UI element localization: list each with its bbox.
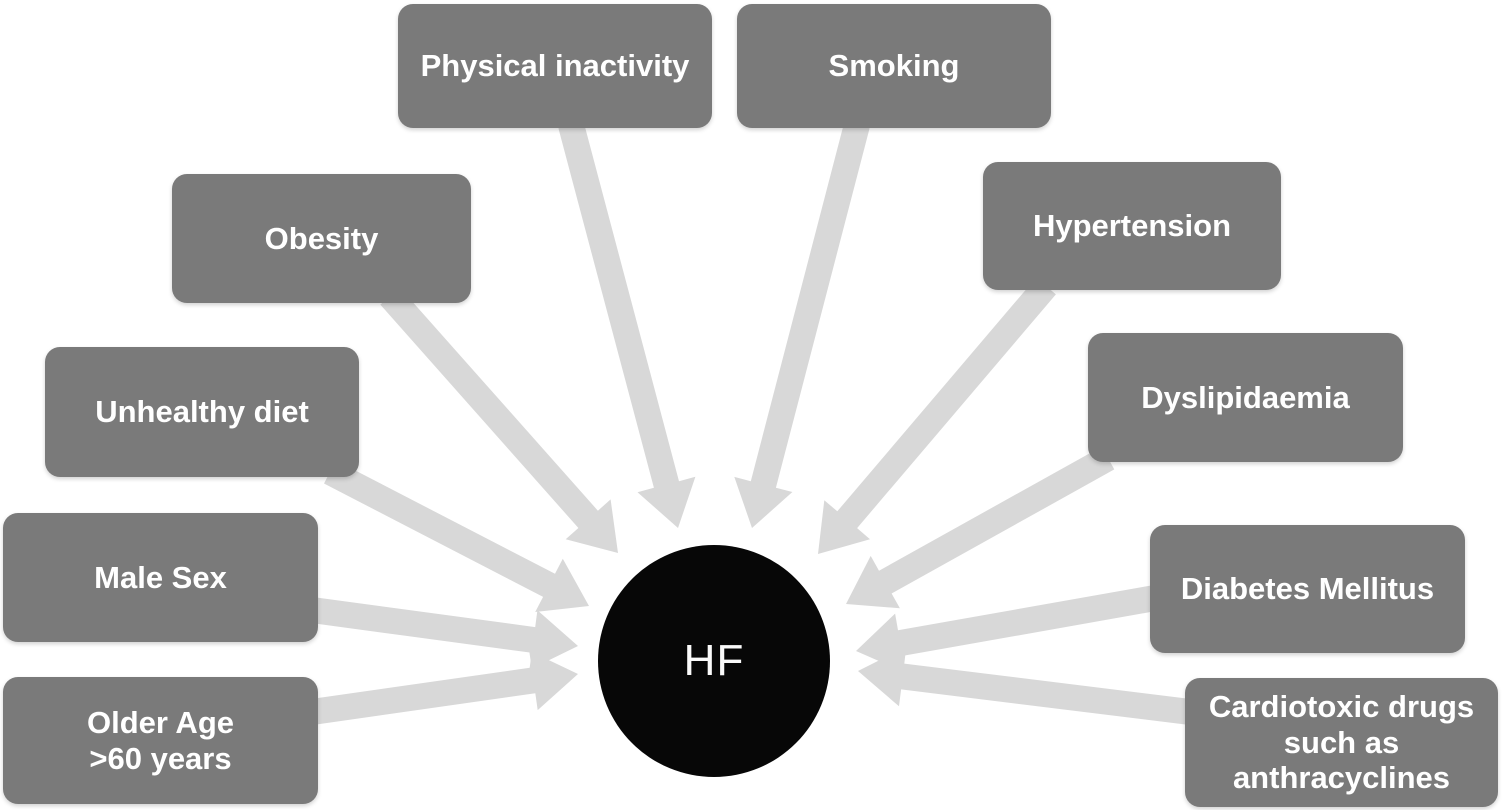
- arrow-unhealthy-diet-to-hf: [324, 460, 589, 612]
- factor-box-cardiotoxic-drugs: Cardiotoxic drugs such as anthracyclines: [1185, 678, 1498, 807]
- factor-label-diabetes-mellitus: Diabetes Mellitus: [1180, 571, 1435, 607]
- factor-label-cardiotoxic-drugs: Cardiotoxic drugs such as anthracyclines: [1208, 688, 1475, 796]
- factor-label-physical-inactivity: Physical inactivity: [420, 48, 690, 84]
- factor-label-dyslipidaemia: Dyslipidaemia: [1141, 379, 1350, 415]
- arrow-dyslipidaemia-to-hf: [846, 446, 1115, 609]
- arrow-hypertension-to-hf: [818, 277, 1056, 554]
- arrow-male-sex-to-hf: [310, 597, 578, 670]
- factor-label-male-sex: Male Sex: [94, 559, 227, 595]
- factor-label-unhealthy-diet: Unhealthy diet: [95, 394, 309, 430]
- factor-box-diabetes-mellitus: Diabetes Mellitus: [1150, 525, 1465, 653]
- factor-label-obesity: Obesity: [264, 220, 379, 256]
- factor-box-physical-inactivity: Physical inactivity: [398, 4, 712, 128]
- factor-box-male-sex: Male Sex: [3, 513, 318, 642]
- factor-box-hypertension: Hypertension: [983, 162, 1281, 290]
- factor-label-older-age: Older Age >60 years: [87, 704, 234, 776]
- arrow-diabetes-mellitus-to-hf: [856, 585, 1158, 673]
- factor-box-smoking: Smoking: [737, 4, 1051, 128]
- factor-box-dyslipidaemia: Dyslipidaemia: [1088, 333, 1403, 462]
- factor-label-hypertension: Hypertension: [1032, 208, 1232, 244]
- factor-box-obesity: Obesity: [172, 174, 471, 303]
- arrow-cardiotoxic-drugs-to-hf: [858, 646, 1192, 725]
- arrow-smoking-to-hf: [734, 121, 870, 528]
- hf-label: HF: [683, 636, 745, 685]
- hf-center-node: HF: [598, 545, 830, 777]
- factor-label-smoking: Smoking: [828, 48, 960, 84]
- arrow-older-age-to-hf: [310, 650, 578, 725]
- arrow-obesity-to-hf: [380, 287, 618, 553]
- factor-box-older-age: Older Age >60 years: [3, 677, 318, 804]
- arrow-physical-inactivity-to-hf: [558, 121, 696, 528]
- factor-box-unhealthy-diet: Unhealthy diet: [45, 347, 359, 477]
